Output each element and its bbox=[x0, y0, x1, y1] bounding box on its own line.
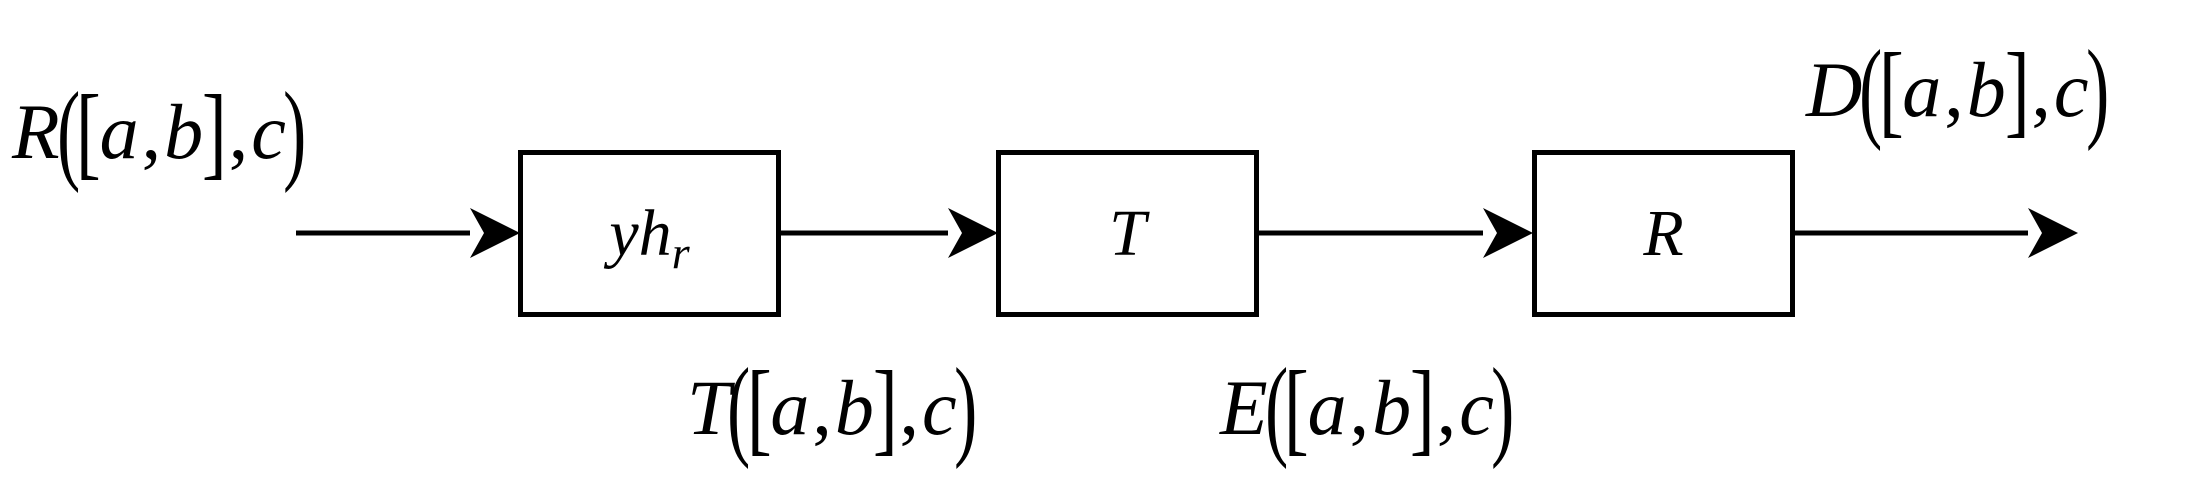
signal-mid2-label: E([a,b],c) bbox=[1220, 346, 1515, 470]
block-r-label: R bbox=[1643, 196, 1684, 270]
signal-output-label: D([a,b],c) bbox=[1806, 28, 2109, 152]
arrow-block1-to-block2 bbox=[778, 208, 998, 258]
block-yh-r: yhr bbox=[518, 150, 781, 317]
signal-input-label: R([a,b],c) bbox=[12, 70, 307, 194]
block-r: R bbox=[1532, 150, 1795, 317]
block-t-label: T bbox=[1109, 196, 1146, 270]
block-yh-r-label: yhr bbox=[609, 196, 690, 278]
arrow-input bbox=[296, 208, 520, 258]
signal-mid1-label: T([a,b],c) bbox=[687, 346, 977, 470]
arrow-output bbox=[1792, 208, 2078, 258]
block-t: T bbox=[996, 150, 1259, 317]
arrow-block2-to-block3 bbox=[1256, 208, 1533, 258]
